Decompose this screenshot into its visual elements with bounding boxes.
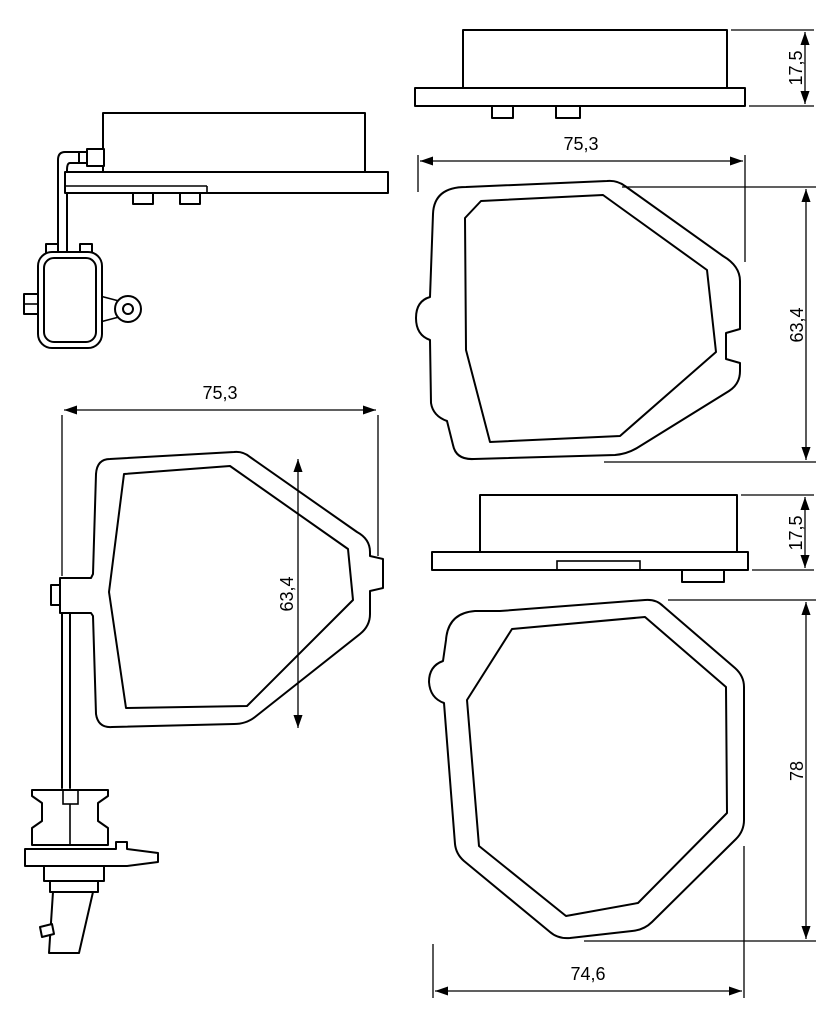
dim-pad1-height: 63,4: [604, 186, 816, 463]
ear-link-bottom: [99, 316, 120, 323]
dim-plate-thickness-top: 17,5: [731, 29, 814, 107]
front-view-pad-2: [428, 598, 745, 940]
plate-tab-c: [681, 569, 725, 583]
friction-block-top: [462, 29, 728, 89]
sensor-mount-nub: [78, 151, 88, 164]
sensor-mount: [86, 148, 105, 167]
plate-tab-a: [491, 105, 514, 119]
dim-pad3-height: 63,4: [277, 459, 303, 728]
friction-block-side: [102, 112, 366, 173]
dim-pad2-height: 78: [584, 599, 816, 942]
backing-plate-side: [64, 171, 389, 194]
dimension-label: 78: [787, 761, 807, 781]
dimension-label: 75,3: [202, 383, 237, 403]
plate-slot: [556, 560, 641, 571]
sensor-contact: [39, 923, 55, 938]
backing-plate-top: [414, 87, 746, 107]
dimension-label: 17,5: [786, 50, 806, 85]
pad2-friction-outline: [466, 616, 728, 917]
dimension-label: 17,5: [786, 515, 806, 550]
sensor-mount-nub-2: [50, 584, 61, 606]
side-view-pad-with-sensor: [23, 112, 389, 349]
top-view-pad-1: [414, 29, 746, 119]
pad1-outline: [415, 179, 741, 461]
ear-link-top: [99, 295, 120, 302]
plate-tab-2: [179, 192, 201, 205]
plate-tab-b: [555, 105, 581, 119]
dimension-label: 63,4: [787, 307, 807, 342]
front-view-pad-1: [415, 179, 741, 461]
connector-body: [37, 251, 103, 349]
top-view-pad-2: [431, 494, 749, 583]
sensor-wire-upper: [57, 151, 80, 253]
dimension-label: 63,4: [277, 576, 297, 611]
dim-pad3-width: 75,3: [61, 383, 379, 576]
dim-plate-thickness-mid: 17,5: [741, 494, 814, 571]
pad2-outline: [428, 598, 745, 940]
dim-pad1-width: 75,3: [417, 134, 746, 262]
plate-tab-1: [132, 192, 154, 205]
sensor-body-upper: [43, 865, 105, 882]
friction-block-top-2: [479, 494, 738, 553]
front-view-pad-with-sensor: [24, 450, 384, 954]
dimension-label: 74,6: [570, 964, 605, 984]
mount-ear-hole: [122, 303, 134, 315]
mount-ear: [114, 295, 142, 323]
dim-pad2-width: 74,6: [432, 846, 745, 998]
sensor-plug: [48, 891, 94, 954]
dimension-label: 75,3: [563, 134, 598, 154]
connector-inner: [43, 257, 97, 343]
pad1-friction-outline: [464, 194, 717, 443]
sensor-body-lower: [49, 880, 99, 893]
